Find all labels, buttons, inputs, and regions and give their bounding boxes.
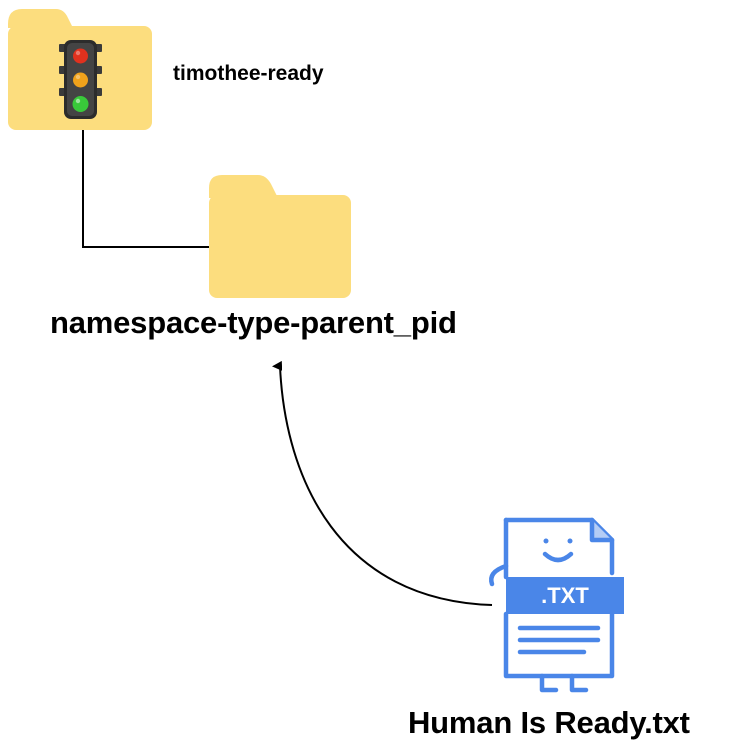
child-folder-body — [209, 195, 351, 298]
amber-light — [73, 72, 88, 88]
file-label: Human Is Ready.txt — [408, 705, 690, 740]
text-file-smiley-icon[interactable] — [489, 517, 615, 693]
smiley-left-eye — [543, 538, 549, 544]
root-folder-tab — [8, 9, 73, 28]
file-fold-corner — [589, 517, 615, 543]
green-light — [72, 96, 89, 112]
child-folder-icon[interactable] — [209, 175, 351, 298]
child-folder-tab — [209, 175, 278, 198]
file-right-leg — [569, 673, 589, 693]
red-light — [73, 48, 88, 64]
txt-extension-banner — [506, 577, 624, 614]
child-folder-label: namespace-type-parent_pid — [50, 305, 457, 340]
txt-extension-label: .TXT — [541, 583, 589, 608]
smiley-right-eye — [567, 538, 573, 544]
file-left-leg — [539, 673, 559, 693]
smiley-mouth — [542, 551, 574, 563]
tree-connector-line — [82, 130, 210, 248]
file-arm — [489, 563, 509, 587]
root-folder-label: timothee-ready — [173, 62, 324, 85]
traffic-light-icon — [59, 40, 102, 119]
curved-arrow — [272, 360, 493, 606]
